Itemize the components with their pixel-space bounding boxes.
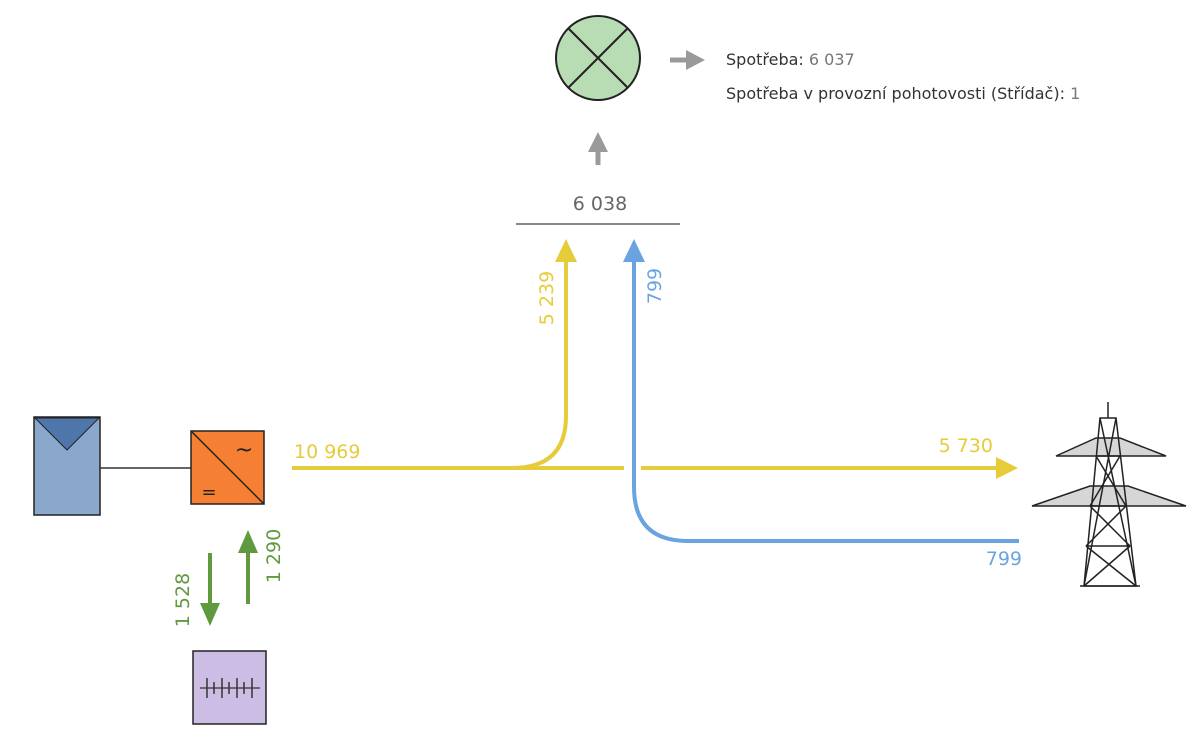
battery-charge-arrow (200, 553, 220, 626)
load-feed-arrow (588, 132, 608, 165)
consumption-standby-value: 1 (1070, 84, 1080, 103)
consumer-lamp-icon (555, 15, 641, 101)
pv-to-grid-value: 5 730 (939, 435, 993, 457)
grid-to-load-value: 799 (644, 268, 666, 304)
pv-flow-line (292, 457, 1018, 479)
inverter-icon: ~ = (190, 430, 265, 505)
pv-to-load-value: 5 239 (536, 271, 558, 325)
consumption-total-label: Spotřeba: (726, 50, 804, 69)
inverter-ac-symbol: ~ (235, 438, 253, 463)
pv-to-load-arrow (511, 239, 577, 470)
solar-panel-icon (33, 416, 101, 516)
consumption-total-row: Spotřeba: 6 037 (726, 50, 855, 69)
grid-to-load-arrow (623, 239, 1019, 543)
battery-icon (192, 650, 267, 725)
inverter-dc-symbol: = (201, 482, 216, 503)
consumption-arrow (670, 50, 705, 70)
grid-import-value: 799 (986, 548, 1022, 570)
battery-discharge-arrow (238, 530, 258, 604)
busbar-total-value: 6 038 (573, 193, 627, 215)
pv-production-value: 10 969 (294, 441, 360, 463)
power-pylon-icon (1031, 402, 1187, 587)
battery-charge-value: 1 528 (172, 573, 194, 627)
consumption-total-value: 6 037 (809, 50, 855, 69)
consumption-standby-label: Spotřeba v provozní pohotovosti (Střídač… (726, 84, 1065, 103)
battery-discharge-value: 1 290 (263, 529, 285, 583)
consumption-standby-row: Spotřeba v provozní pohotovosti (Střídač… (726, 84, 1080, 103)
